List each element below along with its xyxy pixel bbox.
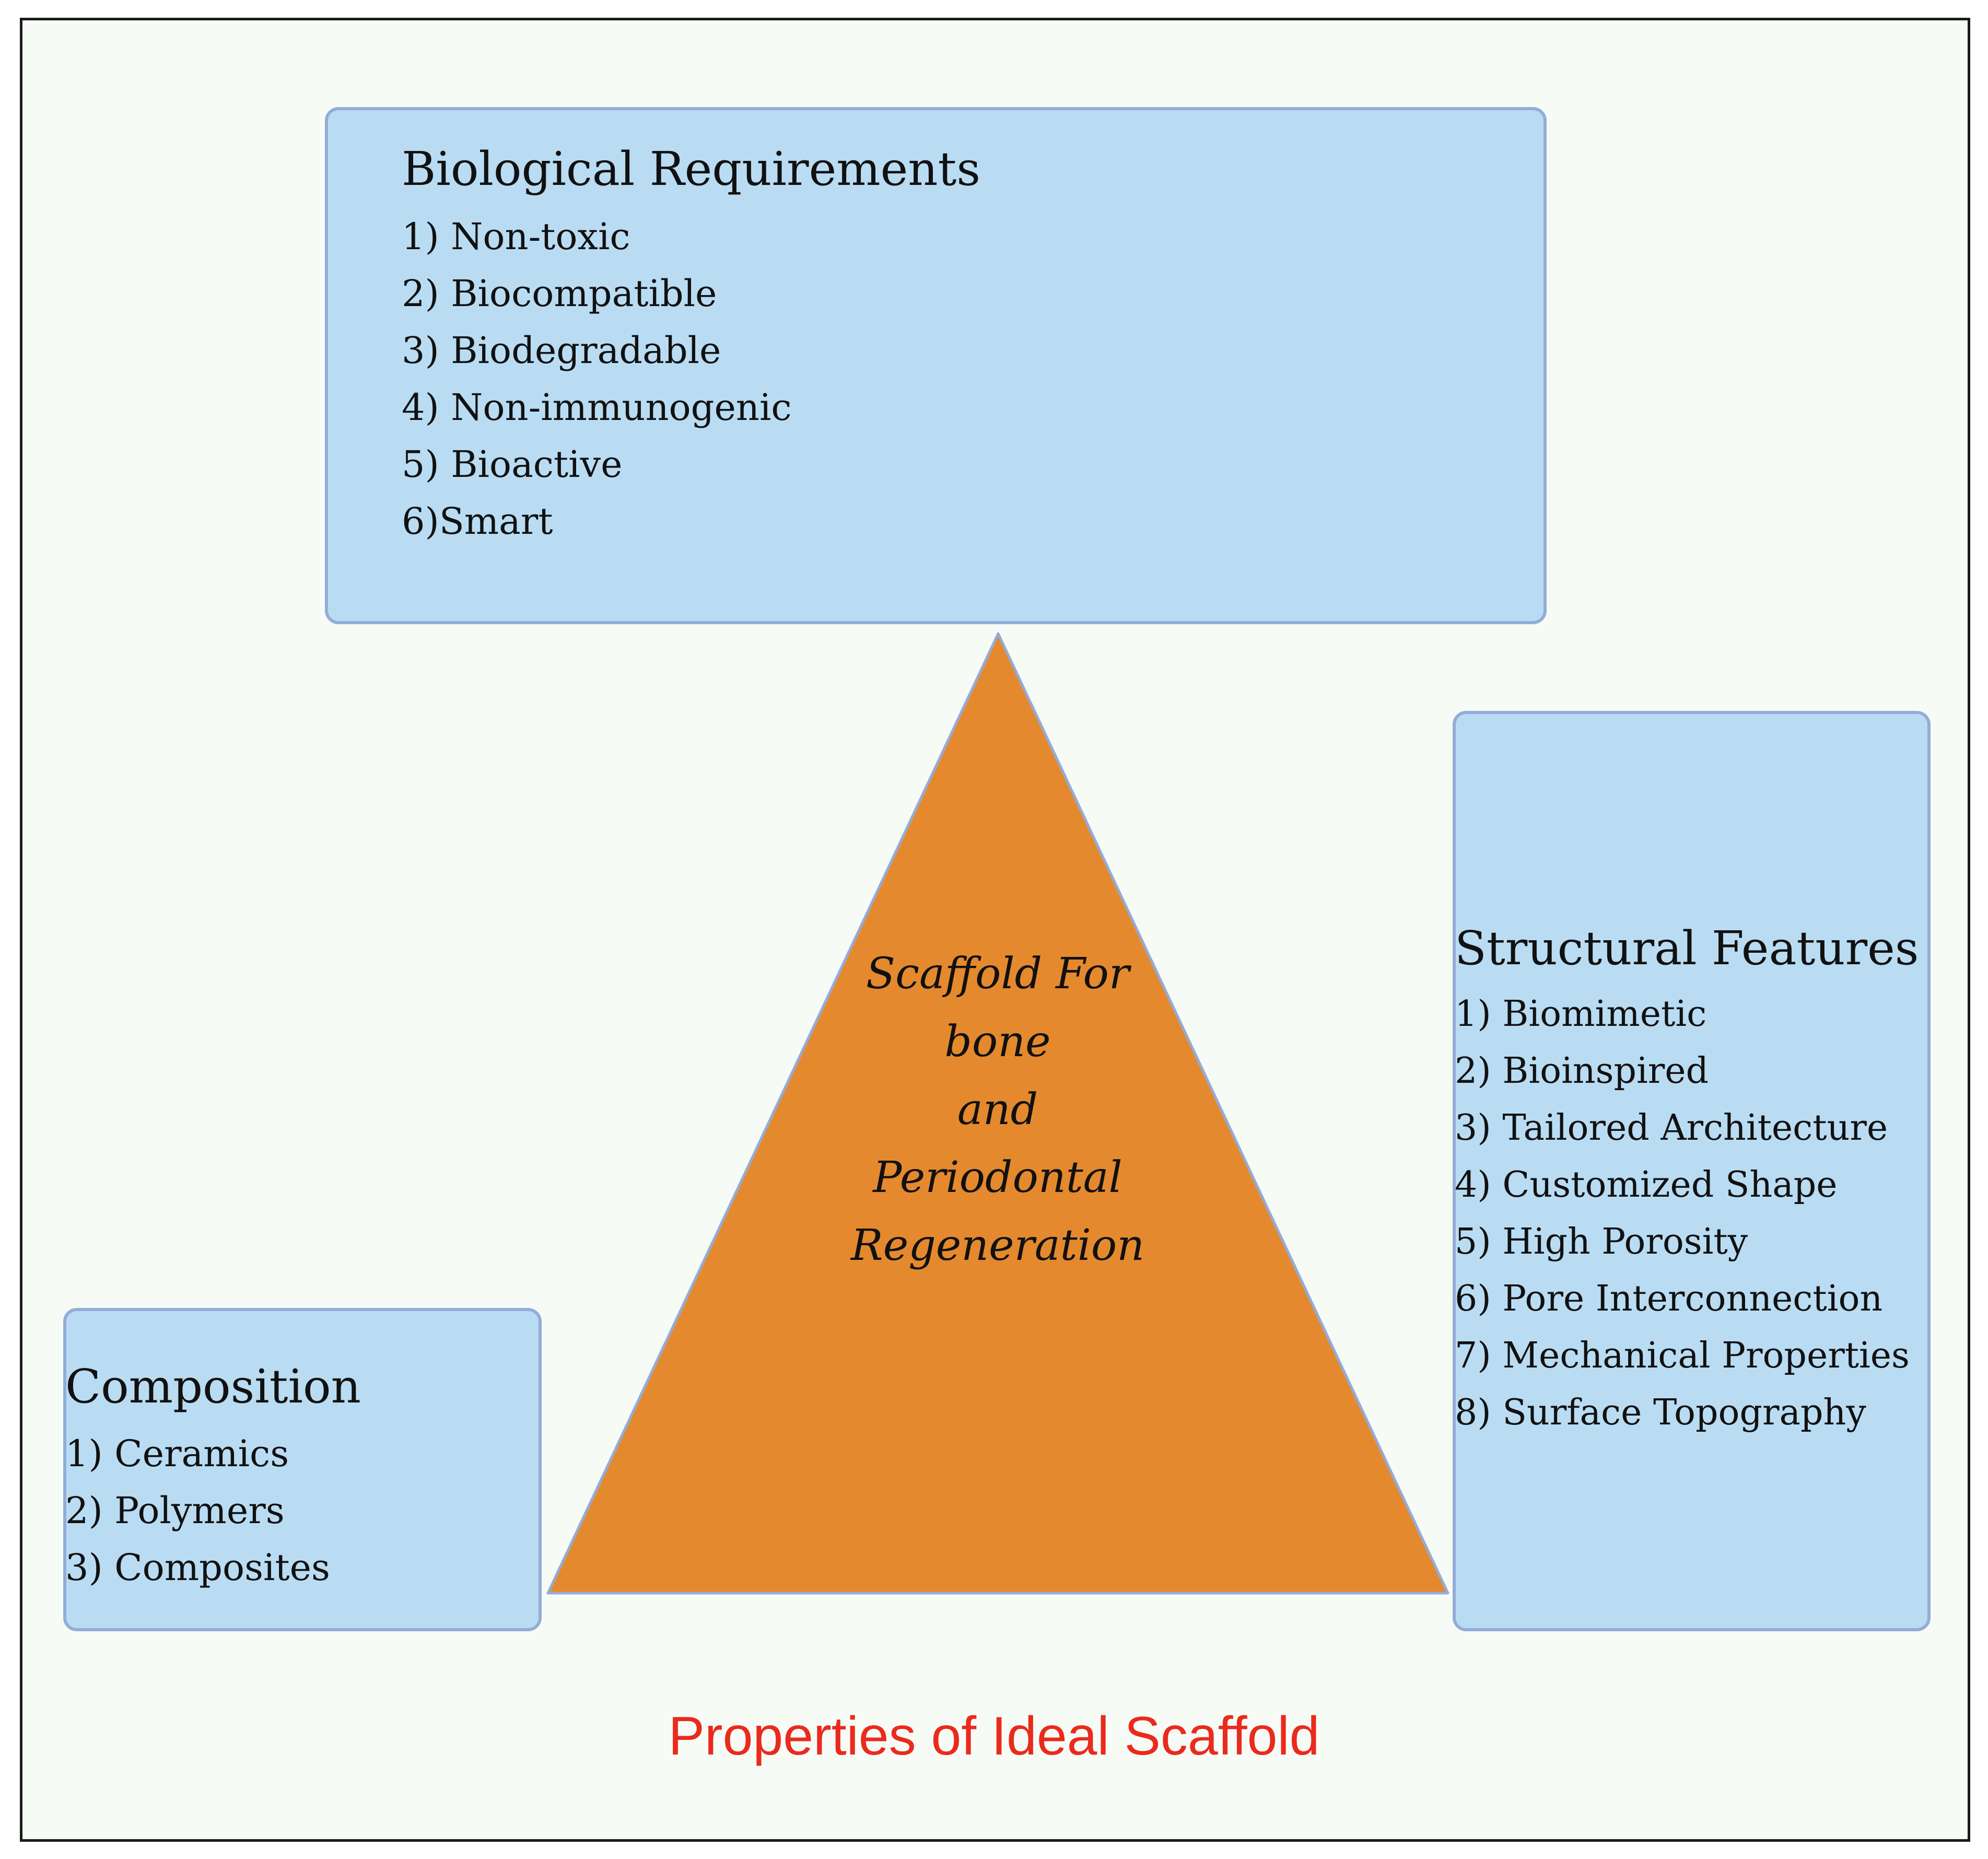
structural-features-title: Structural Features bbox=[1455, 921, 1919, 975]
list-item: 6) Pore Interconnection bbox=[1455, 1278, 1883, 1319]
structural-features-list: 1) Biomimetic 2) Bioinspired 3) Tailored… bbox=[1455, 986, 1910, 1441]
list-item: 3) Biodegradable bbox=[402, 329, 721, 372]
composition-box: Composition 1) Ceramics 2) Polymers 3) C… bbox=[63, 1308, 542, 1631]
figure-caption: Properties of Ideal Scaffold bbox=[668, 1706, 1320, 1767]
list-item: 1) Non-toxic bbox=[402, 215, 630, 258]
list-item: 2) Polymers bbox=[65, 1489, 285, 1532]
list-item: 1) Biomimetic bbox=[1455, 993, 1707, 1035]
list-item: 7) Mechanical Properties bbox=[1455, 1335, 1910, 1376]
triangle-label: Scaffold For bone and Periodontal Regene… bbox=[789, 940, 1207, 1280]
triangle-shape bbox=[546, 632, 1449, 1595]
biological-requirements-title: Biological Requirements bbox=[402, 142, 981, 196]
list-item: 8) Surface Topography bbox=[1455, 1392, 1866, 1433]
list-item: 4) Customized Shape bbox=[1455, 1164, 1838, 1206]
composition-list: 1) Ceramics 2) Polymers 3) Composites bbox=[65, 1425, 330, 1596]
triangle-label-line: bone bbox=[944, 1017, 1051, 1067]
list-item: 2) Biocompatible bbox=[402, 272, 717, 315]
list-item: 6)Smart bbox=[402, 500, 553, 543]
structural-features-box: Structural Features 1) Biomimetic 2) Bio… bbox=[1453, 711, 1931, 1631]
biological-requirements-list: 1) Non-toxic 2) Biocompatible 3) Biodegr… bbox=[402, 208, 792, 550]
biological-requirements-box: Biological Requirements 1) Non-toxic 2) … bbox=[325, 107, 1547, 624]
list-item: 3) Composites bbox=[65, 1546, 330, 1589]
list-item: 2) Bioinspired bbox=[1455, 1050, 1709, 1092]
list-item: 5) High Porosity bbox=[1455, 1221, 1748, 1262]
triangle-label-line: Periodontal bbox=[873, 1153, 1122, 1202]
list-item: 5) Bioactive bbox=[402, 443, 623, 486]
triangle-label-line: Regeneration bbox=[850, 1221, 1145, 1270]
composition-title: Composition bbox=[65, 1359, 361, 1413]
triangle-label-line: and bbox=[957, 1085, 1038, 1135]
triangle-label-line: Scaffold For bbox=[866, 949, 1130, 999]
list-item: 4) Non-immunogenic bbox=[402, 386, 792, 429]
list-item: 3) Tailored Architecture bbox=[1455, 1107, 1888, 1149]
list-item: 1) Ceramics bbox=[65, 1432, 289, 1475]
